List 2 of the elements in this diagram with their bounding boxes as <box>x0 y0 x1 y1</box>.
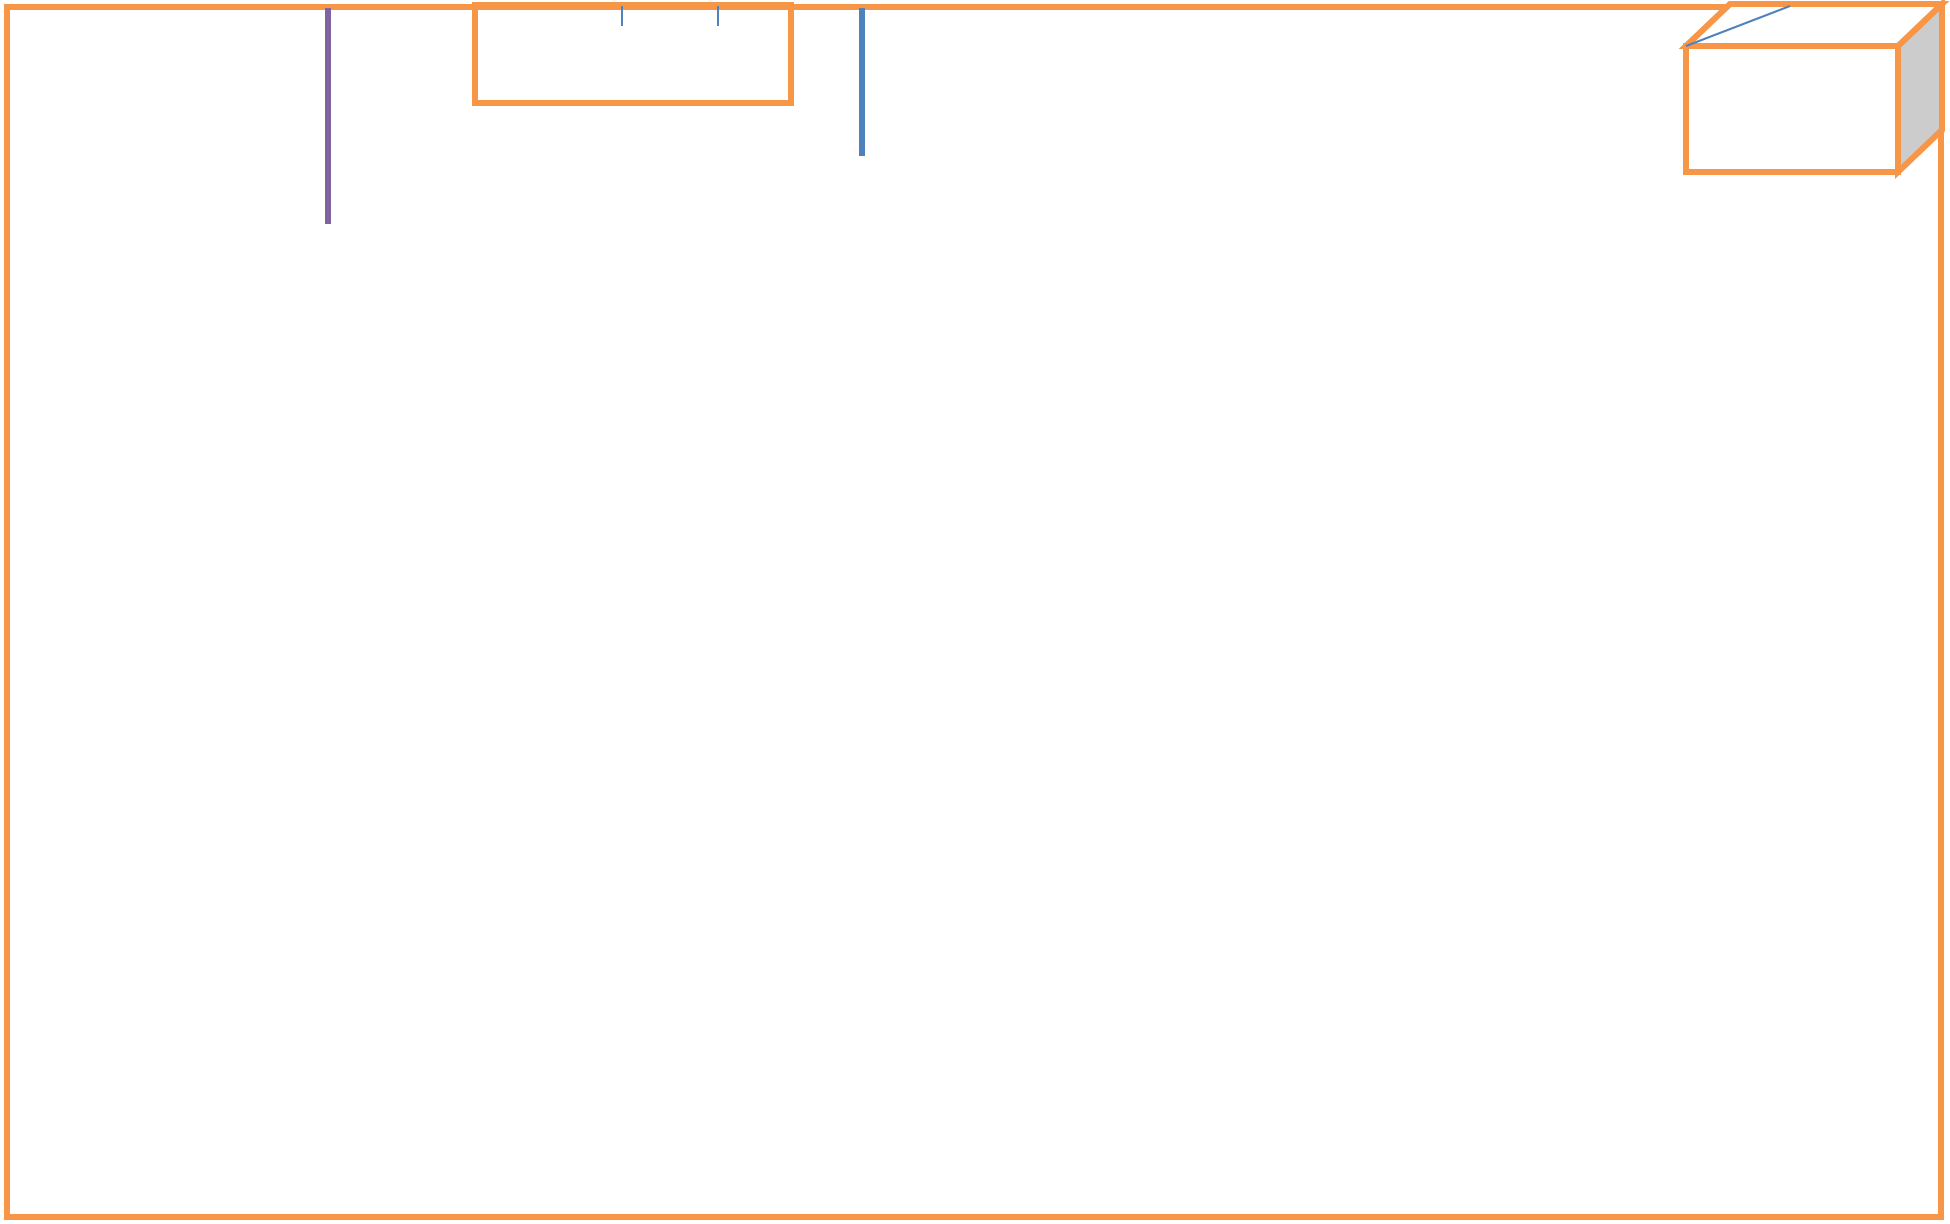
inner-box <box>472 2 794 106</box>
frame-box <box>4 4 1944 1220</box>
